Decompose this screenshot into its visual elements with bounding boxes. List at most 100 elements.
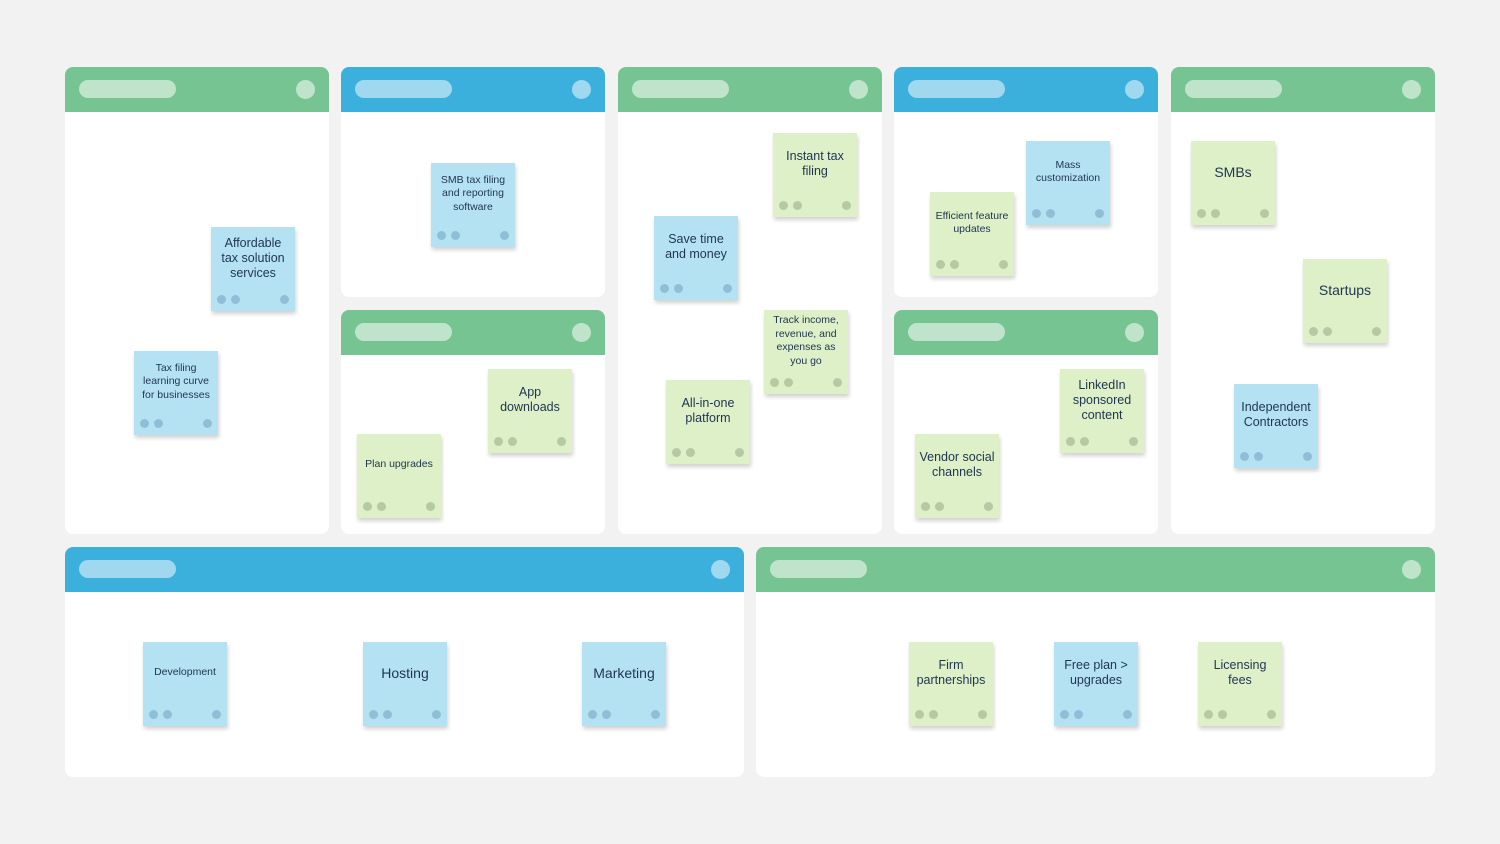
sticky-note[interactable]: Plan upgrades — [357, 434, 441, 518]
header-dot-icon[interactable] — [1402, 80, 1421, 99]
note-dot-icon — [1309, 327, 1318, 336]
note-dot-icon — [1123, 710, 1132, 719]
sticky-note[interactable]: Efficient feature updates — [930, 192, 1014, 276]
panel-header — [65, 547, 744, 592]
header-title-placeholder — [355, 323, 452, 341]
sticky-note-text: SMBs — [1214, 164, 1252, 180]
note-dot-icon — [363, 502, 372, 511]
header-title-placeholder — [355, 80, 452, 98]
header-dot-icon[interactable] — [296, 80, 315, 99]
note-dot-icon — [842, 201, 851, 210]
note-dot-icon — [674, 284, 683, 293]
sticky-note-text: Independent Contractors — [1241, 400, 1311, 429]
sticky-note-text: Plan upgrades — [365, 458, 433, 471]
note-dot-icon — [1197, 209, 1206, 218]
note-dot-icon — [929, 710, 938, 719]
sticky-note-text: Firm partnerships — [916, 658, 986, 687]
sticky-note-text: Startups — [1318, 282, 1372, 298]
sticky-note-text: All-in-one platform — [681, 396, 735, 425]
note-dot-icon — [950, 260, 959, 269]
sticky-note-text: Mass customization — [1035, 158, 1101, 185]
panel-header — [341, 67, 605, 112]
header-dot-icon[interactable] — [572, 323, 591, 342]
sticky-note[interactable]: Affordable tax solution services — [211, 227, 295, 311]
header-dot-icon[interactable] — [711, 560, 730, 579]
header-dot-icon[interactable] — [849, 80, 868, 99]
note-dot-icon — [1218, 710, 1227, 719]
panel-solution — [341, 67, 605, 297]
sticky-note-text: Hosting — [381, 665, 429, 681]
note-dot-icon — [1129, 437, 1138, 446]
sticky-note[interactable]: Mass customization — [1026, 141, 1110, 225]
sticky-note-text: Efficient feature updates — [935, 209, 1009, 236]
sticky-note[interactable]: Firm partnerships — [909, 642, 993, 726]
note-dot-icon — [1095, 209, 1104, 218]
header-title-placeholder — [79, 560, 176, 578]
note-dot-icon — [921, 502, 930, 511]
note-dot-icon — [978, 710, 987, 719]
note-dot-icon — [1267, 710, 1276, 719]
note-dot-icon — [651, 710, 660, 719]
header-title-placeholder — [632, 80, 729, 98]
sticky-note[interactable]: Free plan > upgrades — [1054, 642, 1138, 726]
note-dot-icon — [686, 448, 695, 457]
note-dot-icon — [1372, 327, 1381, 336]
panel-header — [894, 310, 1158, 355]
note-dot-icon — [915, 710, 924, 719]
sticky-note[interactable]: Hosting — [363, 642, 447, 726]
note-dot-icon — [588, 710, 597, 719]
sticky-note[interactable]: Startups — [1303, 259, 1387, 343]
panel-header — [341, 310, 605, 355]
sticky-note-text: Vendor social channels — [919, 450, 995, 479]
sticky-note[interactable]: All-in-one platform — [666, 380, 750, 464]
sticky-note-text: LinkedIn sponsored content — [1072, 377, 1132, 422]
header-dot-icon[interactable] — [572, 80, 591, 99]
header-title-placeholder — [79, 80, 176, 98]
note-dot-icon — [660, 284, 669, 293]
sticky-note[interactable]: Tax filing learning curve for businesses — [134, 351, 218, 435]
sticky-note[interactable]: Independent Contractors — [1234, 384, 1318, 468]
header-dot-icon[interactable] — [1125, 80, 1144, 99]
note-dot-icon — [557, 437, 566, 446]
sticky-note[interactable]: Vendor social channels — [915, 434, 999, 518]
note-dot-icon — [735, 448, 744, 457]
sticky-note[interactable]: SMBs — [1191, 141, 1275, 225]
note-dot-icon — [999, 260, 1008, 269]
note-dot-icon — [451, 231, 460, 240]
note-dot-icon — [212, 710, 221, 719]
sticky-note[interactable]: Licensing fees — [1198, 642, 1282, 726]
note-dot-icon — [770, 378, 779, 387]
header-title-placeholder — [908, 80, 1005, 98]
sticky-note[interactable]: App downloads — [488, 369, 572, 453]
note-dot-icon — [432, 710, 441, 719]
note-dot-icon — [1066, 437, 1075, 446]
sticky-note[interactable]: Instant tax filing — [773, 133, 857, 217]
note-dot-icon — [1060, 710, 1069, 719]
note-dot-icon — [1240, 452, 1249, 461]
header-dot-icon[interactable] — [1125, 323, 1144, 342]
sticky-note-text: Track income, revenue, and expenses as y… — [773, 314, 839, 367]
sticky-note[interactable]: SMB tax filing and reporting software — [431, 163, 515, 247]
header-title-placeholder — [1185, 80, 1282, 98]
note-dot-icon — [984, 502, 993, 511]
note-dot-icon — [149, 710, 158, 719]
header-title-placeholder — [908, 323, 1005, 341]
sticky-note-text: Development — [154, 666, 216, 679]
sticky-note[interactable]: Track income, revenue, and expenses as y… — [764, 310, 848, 394]
sticky-note-text: Free plan > upgrades — [1064, 658, 1128, 687]
panel-header — [894, 67, 1158, 112]
sticky-note-text: Instant tax filing — [786, 149, 844, 178]
header-dot-icon[interactable] — [1402, 560, 1421, 579]
header-title-placeholder — [770, 560, 867, 578]
sticky-note[interactable]: Marketing — [582, 642, 666, 726]
note-dot-icon — [426, 502, 435, 511]
sticky-note[interactable]: Development — [143, 642, 227, 726]
sticky-note[interactable]: LinkedIn sponsored content — [1060, 369, 1144, 453]
sticky-note[interactable]: Save time and money — [654, 216, 738, 300]
note-dot-icon — [1260, 209, 1269, 218]
note-dot-icon — [437, 231, 446, 240]
note-dot-icon — [1074, 710, 1083, 719]
note-dot-icon — [163, 710, 172, 719]
note-dot-icon — [936, 260, 945, 269]
sticky-note-text: Affordable tax solution services — [221, 235, 285, 280]
